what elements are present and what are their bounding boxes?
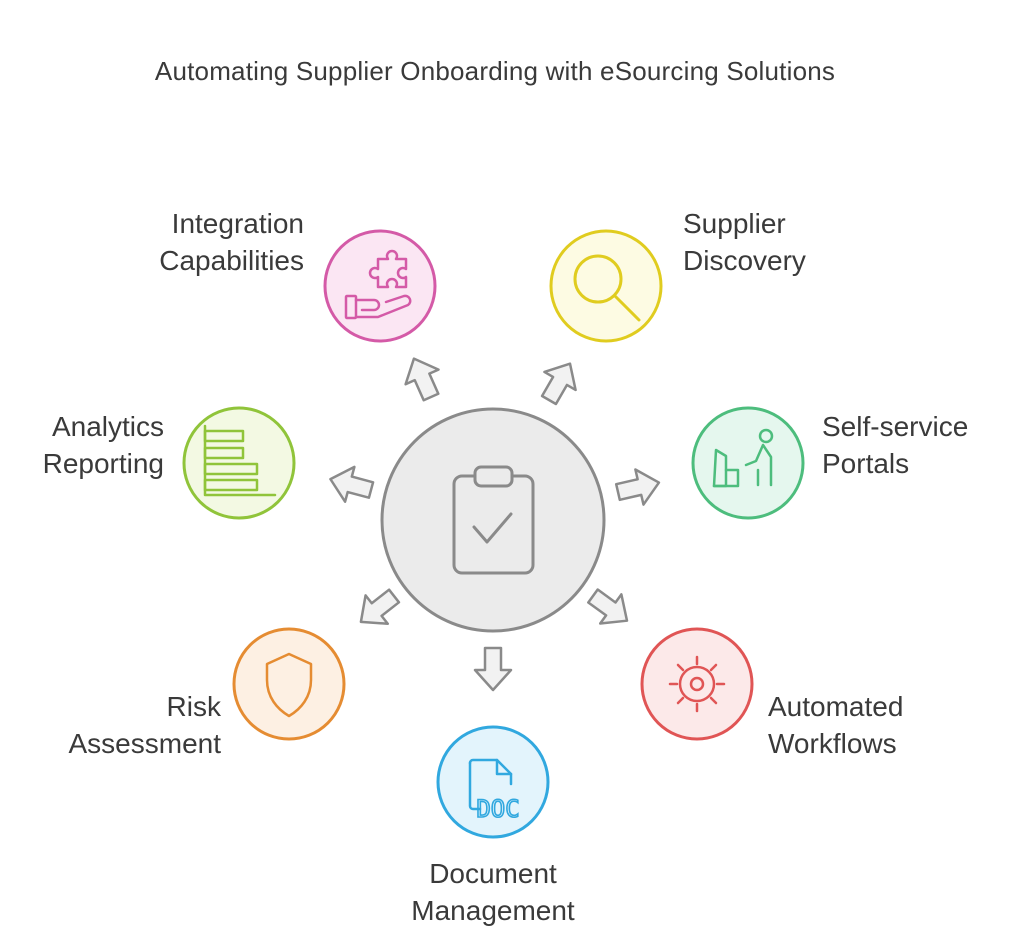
node-automated-circle bbox=[640, 627, 754, 741]
label-document-line2: Management bbox=[411, 895, 575, 926]
node-integration bbox=[323, 229, 437, 343]
label-selfservice-line1: Self-service bbox=[822, 411, 969, 442]
label-integration: Integration Capabilities bbox=[159, 205, 304, 279]
node-automated bbox=[640, 627, 754, 741]
node-risk-circle bbox=[232, 627, 346, 741]
arrows bbox=[329, 357, 661, 692]
shield-icon bbox=[265, 652, 313, 718]
label-supplier-line1: Supplier bbox=[683, 208, 786, 239]
node-analytics bbox=[182, 406, 296, 520]
node-supplier bbox=[549, 229, 663, 343]
diagram-title: Automating Supplier Onboarding with eSou… bbox=[154, 56, 836, 86]
label-supplier-line2: Discovery bbox=[683, 245, 806, 276]
node-selfservice bbox=[691, 406, 805, 520]
label-analytics-line2: Reporting bbox=[42, 448, 164, 479]
person-kiosk-icon bbox=[712, 428, 774, 488]
label-selfservice-line2: Portals bbox=[822, 448, 910, 479]
label-analytics: Analytics Reporting bbox=[43, 408, 164, 482]
magnifier-icon bbox=[573, 254, 641, 322]
label-automated: Automated Workflows bbox=[768, 688, 903, 762]
label-document: Document Management bbox=[393, 855, 593, 929]
label-selfservice: Self-service Portals bbox=[822, 408, 968, 482]
label-automated-line2: Workflows bbox=[768, 728, 897, 759]
label-document-line1: Document bbox=[429, 858, 557, 889]
gear-icon bbox=[668, 655, 726, 713]
label-supplier: Supplier Discovery bbox=[683, 205, 806, 279]
clipboard-check-icon bbox=[452, 465, 535, 575]
arrow-integration bbox=[404, 357, 440, 402]
doc-file-label: DOC bbox=[476, 795, 519, 823]
label-integration-line2: Capabilities bbox=[159, 245, 304, 276]
node-risk bbox=[232, 627, 346, 741]
puzzle-hand-icon bbox=[344, 249, 412, 320]
arrow-automated bbox=[587, 588, 629, 625]
label-automated-line1: Automated bbox=[768, 691, 904, 722]
label-integration-line1: Integration bbox=[171, 208, 304, 239]
node-supplier-circle bbox=[549, 229, 663, 343]
node-document: DOC bbox=[436, 725, 550, 839]
arrow-document bbox=[473, 646, 513, 692]
label-risk-line1: Risk bbox=[166, 691, 221, 722]
bar-chart-icon bbox=[203, 424, 277, 497]
label-analytics-line1: Analytics bbox=[51, 411, 164, 442]
arrow-risk bbox=[359, 588, 401, 625]
central-hub bbox=[380, 407, 606, 633]
arrow-selfservice bbox=[614, 468, 661, 506]
arrow-analytics bbox=[329, 465, 375, 503]
arrow-supplier bbox=[540, 362, 577, 406]
node-document-circle bbox=[436, 725, 550, 839]
label-risk-line2: Assessment bbox=[68, 728, 222, 759]
hub-circle bbox=[380, 407, 606, 633]
doc-file-icon bbox=[468, 758, 513, 811]
label-risk: Risk Assessment bbox=[69, 688, 222, 762]
